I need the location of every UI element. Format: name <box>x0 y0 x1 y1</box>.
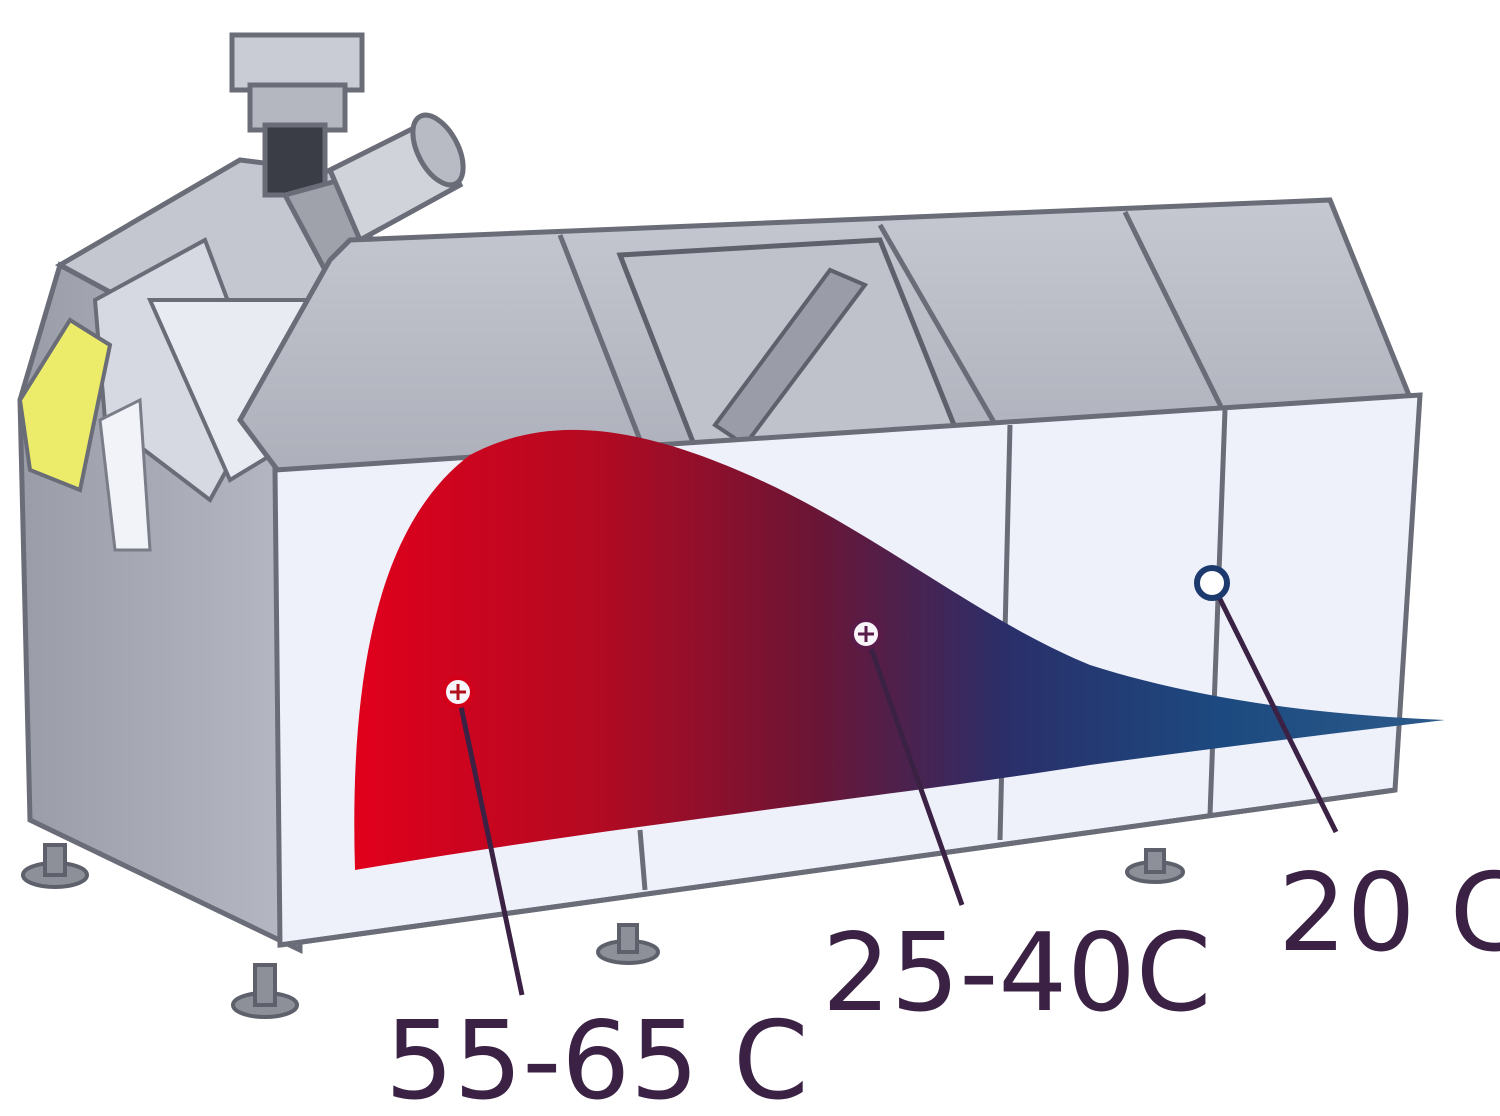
probe-mid-marker <box>850 618 882 650</box>
probe-hot-marker <box>442 676 474 708</box>
temperature-profile <box>354 429 1446 870</box>
label-hot-zone: 55-65 C <box>385 999 809 1116</box>
inlet-pipes <box>229 32 466 273</box>
machine-end-housing <box>17 157 373 954</box>
hazard-panel <box>17 317 113 493</box>
label-cool-zone: 20 C <box>1278 851 1500 976</box>
label-mid-zone: 25-40C <box>822 911 1211 1036</box>
leader-lines <box>455 581 1339 996</box>
probe-cool-marker <box>1194 565 1230 601</box>
machine-feet <box>21 843 1185 1019</box>
